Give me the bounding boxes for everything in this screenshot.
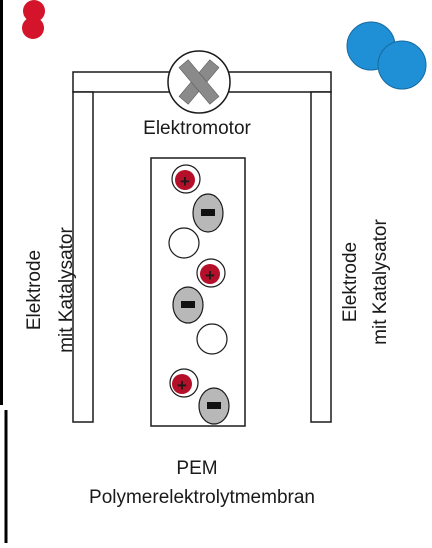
electron-2 [172, 286, 204, 324]
left-electrode-label-line2: mit Katalysator [56, 227, 77, 353]
proton-2: + [196, 258, 226, 288]
proton-3-sign: + [177, 376, 187, 395]
proton-1-sign: + [180, 172, 190, 191]
oxygen-atom-right [377, 40, 427, 90]
left-electrode [72, 91, 94, 423]
right-electrode-label: Elektrode mit Katalysator [340, 219, 391, 345]
hydrogen-atom-lower [22, 17, 44, 39]
electron-1 [192, 193, 224, 233]
membrane-label-full: Polymerelektrolytmembran [89, 487, 315, 508]
proton-1: + [171, 164, 201, 194]
hydrogen-molecule-icon [22, 0, 45, 39]
proton-3: + [169, 368, 199, 398]
left-electrode-label: Elektrode mit Katalysator [24, 227, 77, 353]
fan-blade-icon [178, 59, 220, 105]
neutral-2 [196, 323, 228, 355]
left-electrode-label-line1: Elektrode [24, 250, 45, 330]
proton-2-sign: + [205, 266, 215, 285]
fan-blade-2 [178, 59, 220, 105]
hydrogen-atom-upper [23, 0, 45, 22]
neutral-1 [168, 227, 200, 259]
oxygen-molecule-icon [346, 21, 427, 90]
circuit-frame [72, 71, 332, 423]
right-electrode [310, 91, 332, 423]
motor-label: Elektromotor [143, 118, 251, 139]
membrane-label-short: PEM [176, 458, 217, 479]
electric-motor [167, 50, 231, 114]
particles: + + + [168, 164, 230, 425]
right-electrode-label-line2: mit Katalysator [370, 219, 391, 345]
electron-3 [198, 387, 230, 425]
right-electrode-label-line1: Elektrode [340, 242, 361, 322]
